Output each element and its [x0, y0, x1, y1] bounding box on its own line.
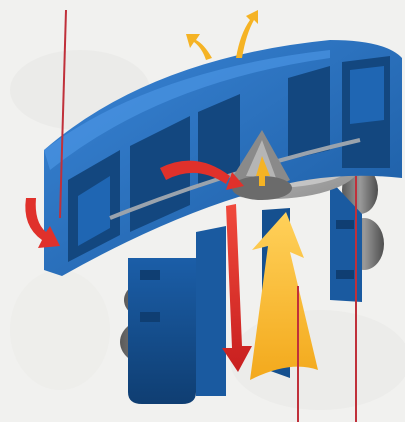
vent-out-flow: [186, 10, 258, 60]
